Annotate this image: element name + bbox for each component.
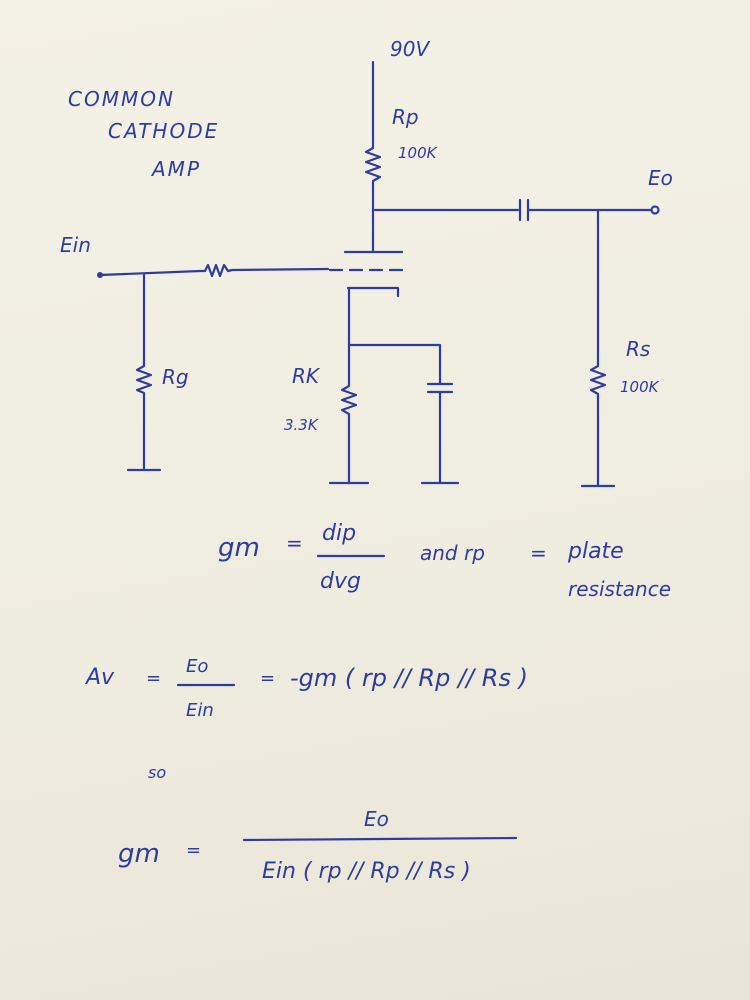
plate-text: plate	[567, 539, 624, 564]
voltage-gain-equation: Av = Eo Ein = -gm ( rp // Rp // Rs )	[84, 656, 528, 721]
title-line-2: CATHODE	[108, 119, 219, 143]
av-numerator: Eo	[186, 656, 208, 677]
gm-def-denominator: dvg	[320, 569, 361, 594]
rs-resistor-symbol	[589, 358, 607, 400]
gm-def-lhs: gm	[218, 533, 260, 563]
gm2-equals: =	[186, 840, 201, 861]
rg-label: Rg	[162, 365, 189, 389]
supply-label: 90V	[390, 37, 430, 61]
output-label: Eo	[648, 166, 673, 190]
gm-definition: gm = dip dvg and rp = plate resistance	[218, 521, 671, 601]
av-denominator: Ein	[186, 700, 214, 721]
input-label: Ein	[60, 233, 91, 257]
and-rp-text: and rp	[420, 541, 485, 565]
title-line-3: AMP	[150, 157, 201, 181]
rp-value: 100K	[398, 144, 438, 162]
gm2-fraction-bar	[242, 836, 518, 842]
cathode-electrode	[346, 286, 400, 298]
rg-resistor-symbol	[135, 360, 153, 400]
rs-value: 100K	[620, 378, 660, 396]
rs-label: Rs	[626, 337, 650, 361]
so-text: so	[148, 763, 166, 782]
title-line-1: COMMON	[68, 87, 175, 111]
gm2-denominator: Ein ( rp // Rp // Rs )	[262, 859, 471, 884]
input-wire-right	[230, 267, 330, 272]
rp-label: Rp	[392, 105, 419, 129]
resistance-text: resistance	[568, 577, 671, 601]
grid-stopper-resistor-symbol	[198, 263, 234, 278]
diagram-title: COMMON CATHODE AMP	[68, 87, 219, 181]
gm2-numerator: Eo	[364, 807, 389, 831]
rp-resistor-symbol	[364, 138, 382, 188]
av-rhs: -gm ( rp // Rp // Rs )	[290, 664, 528, 692]
rk-resistor-symbol	[340, 378, 358, 420]
rk-value: 3.3K	[284, 416, 319, 434]
gm2-lhs: gm	[118, 839, 160, 869]
av-equals-2: =	[260, 668, 275, 689]
bypass-cap-wire-top	[349, 343, 442, 385]
gm-def-equals: =	[286, 531, 303, 555]
av-lhs: Av	[84, 665, 115, 690]
output-terminal	[650, 205, 660, 215]
rp-equals: =	[530, 541, 547, 565]
gm-def-numerator: dip	[322, 521, 356, 546]
gm-solution-equation: gm = Eo Ein ( rp // Rp // Rs )	[118, 807, 518, 884]
input-wire-left	[98, 269, 202, 277]
av-equals-1: =	[146, 668, 161, 689]
rk-label: RK	[292, 364, 321, 388]
